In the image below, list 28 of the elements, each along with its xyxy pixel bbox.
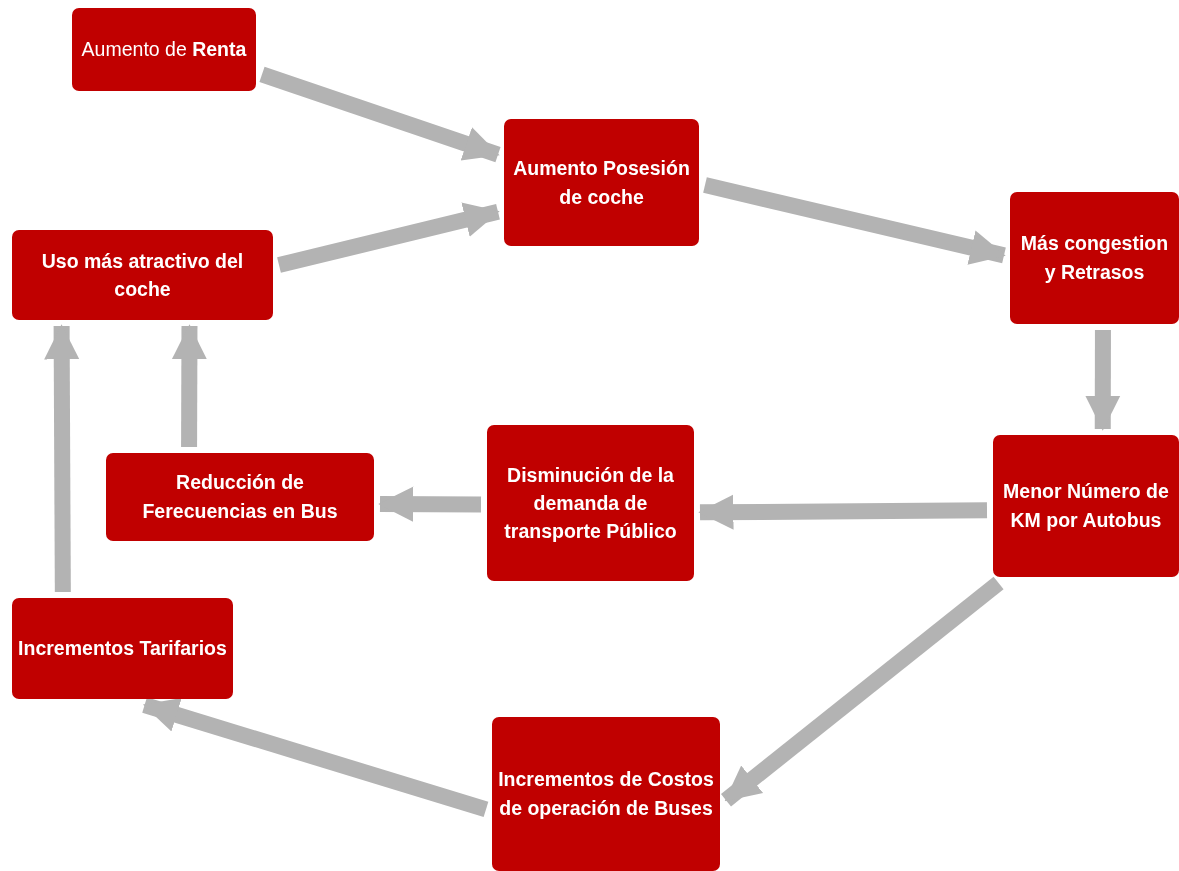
box-label: Aumento de Renta (81, 36, 247, 62)
process-box (12, 598, 233, 699)
box-label: Incrementos Tarifarios (18, 636, 227, 661)
arrow (277, 202, 500, 273)
box-label: Incrementos de Costos de operación de Buses (498, 766, 714, 821)
process-box (504, 119, 699, 246)
process-box (1010, 192, 1179, 324)
arrow (44, 324, 80, 593)
box-label: Más congestion y Retrasos (1019, 230, 1170, 285)
process-box (993, 435, 1179, 577)
box-label: Reducción de Ferecuencias en Bus (141, 469, 339, 524)
arrow (259, 66, 501, 163)
box-label: Aumento Posesión de coche (512, 156, 691, 210)
process-box (72, 8, 256, 91)
arrow (721, 576, 1004, 807)
arrow (698, 494, 988, 530)
arrow (142, 697, 489, 818)
arrow (171, 324, 207, 448)
box-label: Uso más atractivo del coche (40, 248, 245, 302)
process-box (492, 717, 720, 871)
process-box (487, 425, 694, 581)
process-box (12, 230, 273, 320)
arrow (378, 486, 482, 522)
box-label: Disminución de la demanda de transporte Público (503, 462, 678, 545)
arrow (1085, 329, 1121, 431)
box-label: Menor Número de KM por Autobus (1002, 478, 1170, 533)
process-box (106, 453, 374, 541)
arrow (703, 177, 1006, 265)
